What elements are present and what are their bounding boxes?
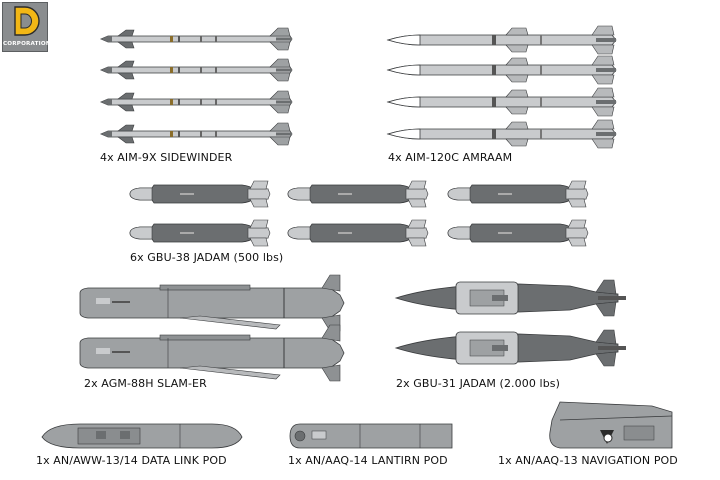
navigation-pod bbox=[549, 401, 673, 449]
agm-88h-slam-er-group bbox=[79, 274, 345, 382]
logo-text: CORPORATION bbox=[3, 41, 51, 47]
label-gbu-31-jdam: 2x GBU-31 JADAM (2.000 lbs) bbox=[396, 377, 560, 390]
gbu-38-jdam-group bbox=[129, 180, 589, 247]
label-navigation-pod: 1x AN/AAQ-13 NAVIGATION POD bbox=[498, 454, 678, 467]
aim-120c-amraam-row bbox=[387, 25, 617, 149]
label-aim-9x-sidewinder: 4x AIM-9X SIDEWINDER bbox=[100, 151, 233, 164]
aim-9x-sidewinder-row bbox=[100, 27, 293, 146]
label-aim-120c-amraam: 4x AIM-120C AMRAAM bbox=[388, 151, 513, 164]
data-link-pod bbox=[41, 423, 243, 449]
corporation-logo: CORPORATION bbox=[2, 2, 51, 52]
label-agm-88h-slam-er: 2x AGM-88H SLAM-ER bbox=[84, 377, 207, 390]
gbu-31-jdam-group bbox=[395, 279, 627, 367]
label-gbu-38-jdam: 6x GBU-38 JADAM (500 lbs) bbox=[130, 251, 284, 264]
lantirn-pod bbox=[289, 423, 453, 449]
logo-d-icon bbox=[14, 6, 40, 36]
label-data-link-pod: 1x AN/AWW-13/14 DATA LINK POD bbox=[36, 454, 227, 467]
label-lantirn-pod: 1x AN/AAQ-14 LANTIRN POD bbox=[288, 454, 448, 467]
